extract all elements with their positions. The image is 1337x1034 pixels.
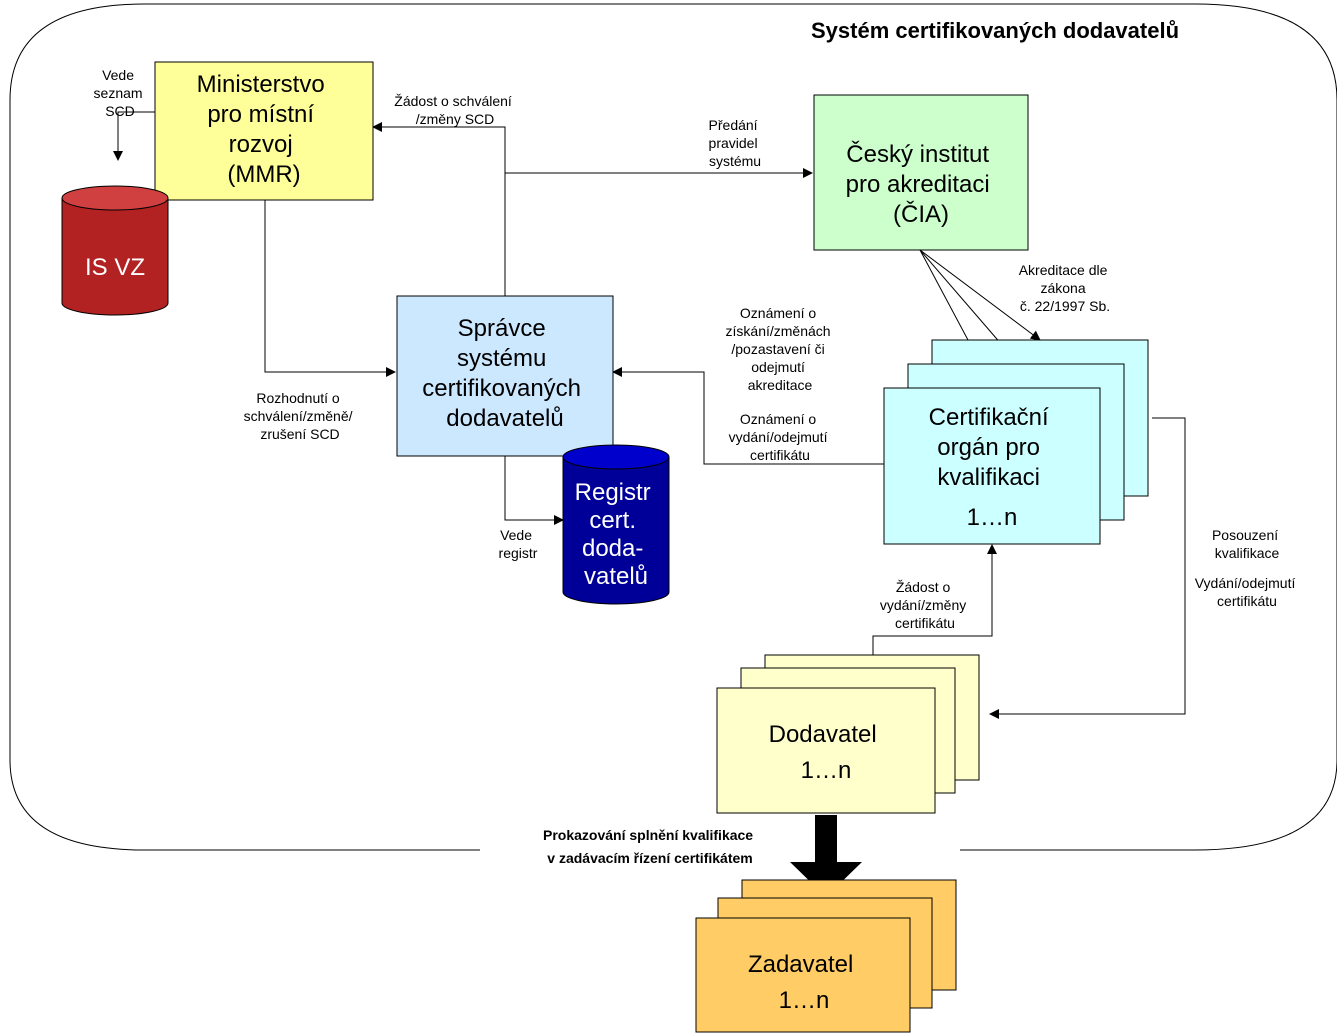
system-title: Systém certifikovaných dodavatelů bbox=[811, 18, 1179, 43]
svg-text:Zadavatel 1…n: Zadavatel 1…n bbox=[748, 951, 860, 1014]
label-rozhodnuti: Rozhodnutí o schválení/změně/ zrušení SC… bbox=[244, 390, 357, 442]
connector-spravce-mmr bbox=[372, 122, 506, 296]
svg-text:IS VZ: IS VZ bbox=[85, 254, 145, 281]
connector-organ-dodavatel bbox=[989, 417, 1186, 719]
connector-mmr-spravce bbox=[264, 200, 396, 377]
node-registr-database: Registr cert. doda- vatelů bbox=[562, 444, 670, 605]
node-isvz-database: IS VZ bbox=[61, 185, 169, 316]
label-oznameni-certifikatu: Oznámení o vydání/odejmutí certifikátu bbox=[729, 411, 832, 463]
label-vede-registr: Vede registr bbox=[499, 527, 538, 561]
label-zadost-schvaleni: Žádost o schválení /změny SCD bbox=[394, 93, 515, 127]
label-posouzeni: Posouzení kvalifikace bbox=[1212, 527, 1282, 561]
node-spravce: Správce systému certifikovaných dodavate… bbox=[396, 295, 614, 457]
label-oznameni-akreditace: Oznámení o získání/změnách /pozastavení … bbox=[726, 305, 835, 393]
svg-text:Správce systému ce: Správce systému certifikovaných dodavate… bbox=[422, 315, 587, 432]
node-dodavatel: Dodavatel 1…n bbox=[716, 654, 980, 814]
connector-mmr-isvz bbox=[113, 111, 155, 161]
node-zadavatel: Zadavatel 1…n bbox=[695, 879, 957, 1033]
label-akreditace: Akreditace dle zákona č. 22/1997 Sb. bbox=[1019, 262, 1112, 314]
label-zadost-certifikatu: Žádost o vydání/změny certifikátu bbox=[880, 579, 970, 631]
label-predani: Předání pravidel systému bbox=[709, 117, 762, 169]
svg-text:Dodavatel 1…n: Dodavatel 1…n bbox=[769, 721, 884, 784]
svg-text:Český institut pro akred: Český institut pro akreditaci (ČIA) bbox=[846, 140, 997, 228]
connector-spravce-registr bbox=[504, 456, 564, 525]
svg-text:Registr cert. doda: Registr cert. doda- vatelů bbox=[575, 479, 658, 590]
node-mmr: Ministerstvo pro místní rozvoj (MMR) bbox=[154, 61, 374, 201]
svg-text:Ministerstvo pro místní: Ministerstvo pro místní rozvoj (MMR) bbox=[197, 71, 332, 188]
connector-organ-spravce bbox=[612, 367, 884, 465]
node-cia: Český institut pro akreditaci (ČIA) bbox=[813, 94, 1029, 251]
svg-text:Certifikační orgán pro: Certifikační orgán pro kvalifikaci 1…n bbox=[929, 404, 1056, 531]
label-vede-seznam: Vede seznam SCD bbox=[94, 67, 147, 119]
label-vydani: Vydání/odejmutí certifikátu bbox=[1195, 575, 1300, 609]
system-boundary bbox=[9, 3, 1337, 851]
node-certifikacni-organ: Certifikační orgán pro kvalifikaci 1…n bbox=[883, 339, 1149, 545]
label-prokazovani: Prokazování splnění kvalifikace v zadáva… bbox=[543, 827, 757, 866]
big-arrow-down bbox=[790, 815, 862, 897]
connector-cia-organ-1 bbox=[919, 249, 1041, 341]
connector-dodavatel-organ bbox=[872, 544, 997, 655]
